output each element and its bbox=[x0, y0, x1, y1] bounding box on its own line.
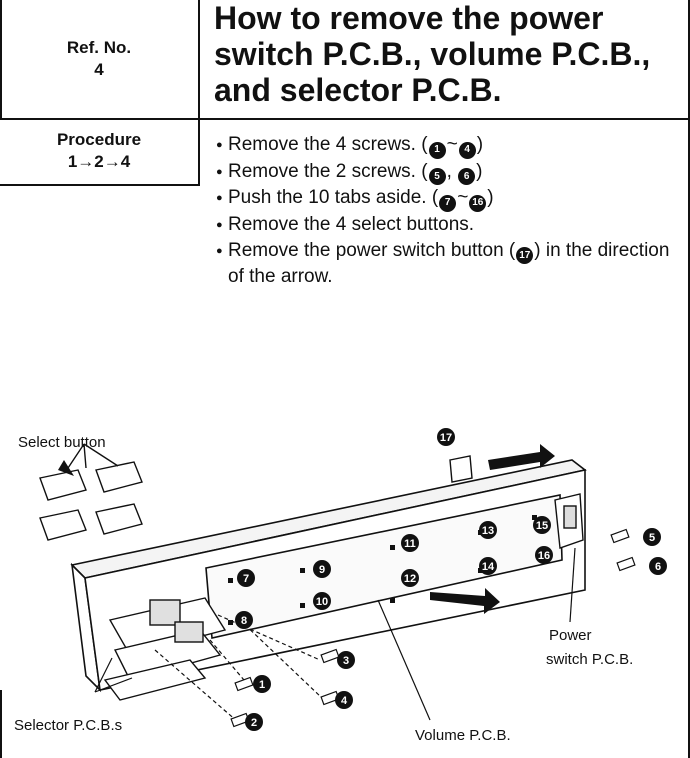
procedure-sequence: 1→2→4 bbox=[67, 152, 131, 171]
selector-pcbs bbox=[103, 597, 227, 701]
page-border-left bbox=[0, 0, 2, 120]
svg-text:9: 9 bbox=[319, 564, 325, 576]
svg-text:10: 10 bbox=[316, 596, 328, 608]
callout-number-icon: 7 bbox=[439, 194, 457, 212]
callout-4: 4 bbox=[335, 691, 353, 709]
removal-arrow bbox=[488, 444, 555, 470]
svg-text:13: 13 bbox=[482, 525, 494, 537]
svg-text:7: 7 bbox=[243, 573, 249, 585]
callout-15: 15 bbox=[533, 516, 551, 534]
ref-cell: Ref. No. 4 bbox=[0, 0, 198, 118]
step-text: Push the 10 tabs aside. ( bbox=[228, 187, 439, 208]
callout-12: 12 bbox=[401, 569, 419, 587]
step-separator: ~ bbox=[457, 187, 469, 208]
step-text: Remove the power switch button ( bbox=[228, 239, 516, 261]
procedure-step: Remove the 2 screws. (5, 6) bbox=[216, 159, 686, 185]
callout-number-icon: 17 bbox=[516, 247, 534, 264]
callout-6: 6 bbox=[649, 557, 667, 575]
procedure-step: Remove the 4 screws. (1~4) bbox=[216, 132, 686, 159]
callout-8: 8 bbox=[235, 611, 253, 629]
callout-2: 2 bbox=[245, 713, 263, 731]
procedure-step: Remove the 4 select buttons. bbox=[216, 212, 686, 238]
callout-number-icon: 6 bbox=[458, 168, 476, 185]
svg-text:2: 2 bbox=[251, 717, 257, 729]
power-switch-button bbox=[449, 455, 473, 483]
callout-10: 10 bbox=[313, 592, 331, 610]
ref-number: 4 bbox=[94, 60, 104, 79]
select-buttons bbox=[39, 461, 143, 541]
step-separator: , bbox=[446, 160, 458, 182]
step-text: ) in the direction of the arrow. bbox=[228, 239, 670, 288]
callout-5: 5 bbox=[643, 528, 661, 546]
label-power-switch-2: switch P.C.B. bbox=[546, 651, 633, 668]
svg-text:6: 6 bbox=[655, 561, 661, 573]
callout-3: 3 bbox=[337, 651, 355, 669]
procedure-label: Procedure bbox=[56, 130, 142, 149]
slide-arrow bbox=[430, 588, 500, 614]
table-divider bbox=[0, 184, 200, 186]
step-text: ) bbox=[476, 134, 484, 155]
svg-text:4: 4 bbox=[341, 695, 348, 707]
table-divider bbox=[198, 0, 200, 186]
svg-text:15: 15 bbox=[536, 520, 548, 532]
callout-14: 14 bbox=[479, 557, 497, 575]
page-title: How to remove the power switch P.C.B., v… bbox=[214, 0, 651, 108]
svg-text:14: 14 bbox=[482, 561, 495, 573]
callout-16: 16 bbox=[535, 546, 553, 564]
callout-number-icon: 16 bbox=[469, 194, 487, 212]
page-border-right bbox=[688, 0, 690, 758]
callout-17: 17 bbox=[437, 428, 455, 446]
svg-text:11: 11 bbox=[404, 538, 416, 550]
step-text: Remove the 4 select buttons. bbox=[228, 213, 475, 235]
callout-number-icon: 1 bbox=[428, 141, 446, 159]
svg-text:5: 5 bbox=[649, 532, 655, 544]
procedure-steps: Remove the 4 screws. (1~4)Remove the 2 s… bbox=[216, 132, 686, 290]
callout-13: 13 bbox=[479, 521, 497, 539]
callout-7: 7 bbox=[237, 569, 255, 587]
svg-text:17: 17 bbox=[440, 432, 452, 444]
step-text: ) bbox=[487, 187, 494, 208]
svg-text:12: 12 bbox=[404, 573, 416, 585]
svg-text:16: 16 bbox=[538, 550, 550, 562]
svg-text:8: 8 bbox=[241, 615, 247, 627]
procedure-step: Push the 10 tabs aside. (7~16) bbox=[216, 185, 686, 212]
table-divider bbox=[0, 118, 690, 120]
callout-11: 11 bbox=[401, 534, 419, 552]
label-select-button: Select button bbox=[18, 434, 106, 451]
callout-number-icon: 5 bbox=[428, 168, 446, 185]
callout-number-icon: 4 bbox=[458, 141, 476, 159]
svg-text:1: 1 bbox=[259, 679, 265, 691]
callout-1: 1 bbox=[253, 675, 271, 693]
callout-9: 9 bbox=[313, 560, 331, 578]
screws bbox=[230, 528, 636, 728]
procedure-step: Remove the power switch button (17) in t… bbox=[216, 238, 686, 291]
step-text: Remove the 4 screws. ( bbox=[228, 134, 428, 155]
procedure-cell: Procedure 1→2→4 bbox=[0, 120, 198, 182]
step-text: Remove the 2 screws. ( bbox=[228, 160, 428, 182]
page-border-left bbox=[0, 690, 2, 758]
front-panel bbox=[70, 459, 587, 693]
label-selector-pcbs: Selector P.C.B.s bbox=[14, 717, 122, 734]
label-power-switch-1: Power bbox=[549, 627, 592, 644]
step-separator: ~ bbox=[446, 134, 458, 155]
label-volume-pcb: Volume P.C.B. bbox=[415, 727, 511, 744]
svg-text:3: 3 bbox=[343, 655, 349, 667]
ref-label: Ref. No. bbox=[66, 38, 132, 57]
step-text: ) bbox=[476, 160, 483, 182]
power-switch-pcb bbox=[554, 493, 584, 549]
